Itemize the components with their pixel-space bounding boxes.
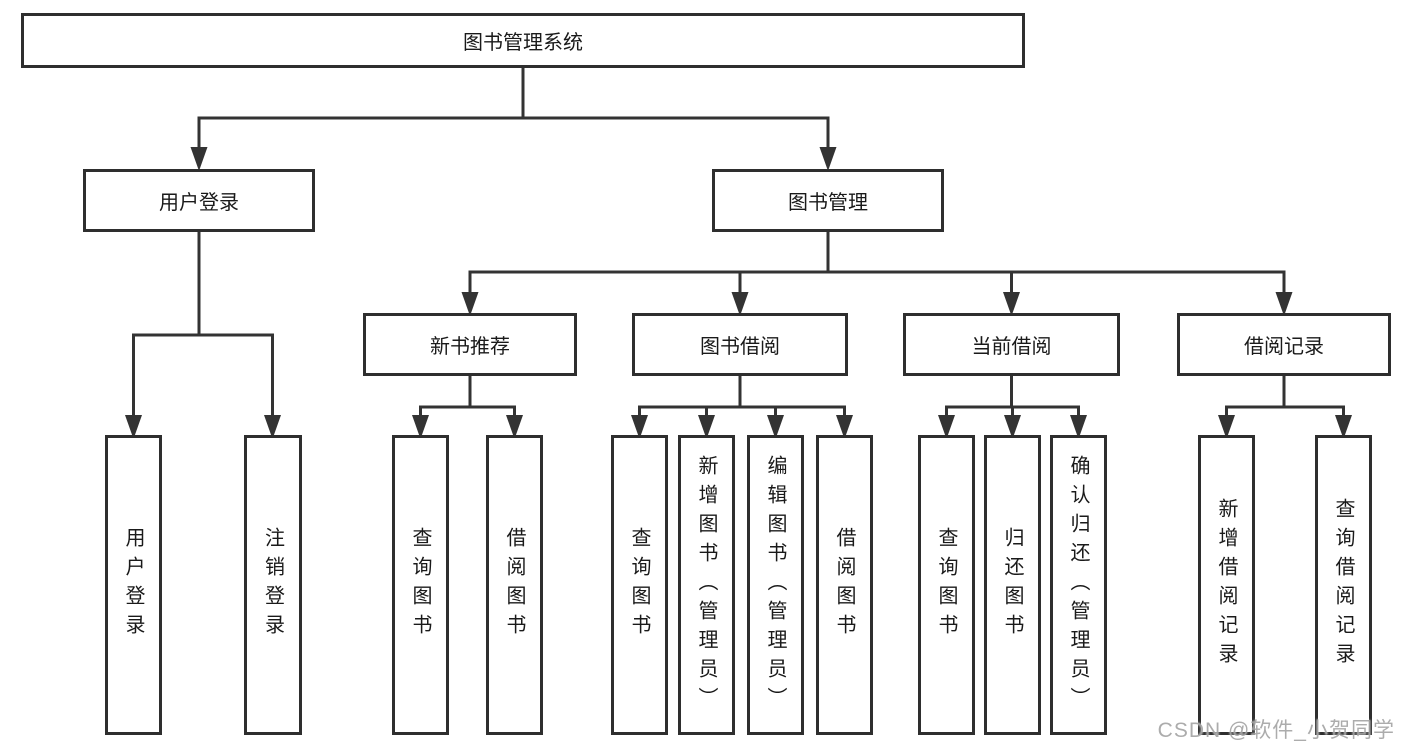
leaf-borrow-book-label: 借阅图书 [833, 527, 855, 643]
node-user-login-label: 用户登录 [159, 192, 239, 214]
leaf-logout-label: 注销登录 [261, 527, 284, 643]
leaf-edit-book-admin-label: 编辑图书（管理员） [764, 454, 786, 716]
leaf-current-query-book: 查询图书 [918, 435, 975, 735]
leaf-recommend-borrow-book-label: 借阅图书 [503, 527, 525, 643]
leaf-edit-book-admin: 编辑图书（管理员） [747, 435, 804, 735]
connector-level3-bracket [468, 270, 1286, 298]
leaf-add-book-admin: 新增图书（管理员） [678, 435, 735, 735]
csdn-watermark: CSDN @软件_小贺同学 [1157, 719, 1395, 742]
connector-user-login-bracket [132, 333, 274, 421]
arrowheads [125, 147, 1352, 439]
leaf-add-borrow-record: 新增借阅记录 [1198, 435, 1255, 735]
node-current-borrow-label: 当前借阅 [971, 336, 1052, 358]
node-book-borrow: 图书借阅 [632, 313, 848, 376]
leaf-current-query-book-label: 查询图书 [935, 527, 957, 643]
node-root-label: 图书管理系统 [463, 32, 583, 54]
node-book-management: 图书管理 [712, 169, 944, 232]
leaf-query-borrow-record-label: 查询借阅记录 [1332, 498, 1354, 672]
leaf-borrow-query-book: 查询图书 [611, 435, 668, 735]
node-user-login: 用户登录 [83, 169, 315, 232]
node-borrow-records: 借阅记录 [1177, 313, 1391, 376]
leaf-add-borrow-record-label: 新增借阅记录 [1215, 498, 1237, 672]
connector-level2-bracket [197, 116, 830, 153]
leaf-borrow-query-book-label: 查询图书 [628, 527, 650, 643]
connector-records-bracket [1225, 405, 1345, 421]
leaf-user-login-label: 用户登录 [122, 527, 144, 643]
leaf-return-book-label: 归还图书 [1001, 527, 1023, 643]
leaf-query-borrow-record: 查询借阅记录 [1315, 435, 1372, 735]
node-book-management-label: 图书管理 [788, 192, 868, 214]
node-book-borrow-label: 图书借阅 [700, 336, 780, 358]
leaf-confirm-return-admin: 确认归还（管理员） [1050, 435, 1107, 735]
leaf-recommend-query-book: 查询图书 [392, 435, 449, 735]
leaf-user-login: 用户登录 [105, 435, 162, 735]
node-new-book-recommend-label: 新书推荐 [430, 336, 510, 358]
leaf-add-book-admin-label: 新增图书（管理员） [695, 454, 717, 716]
leaf-borrow-book: 借阅图书 [816, 435, 873, 735]
leaf-recommend-query-book-label: 查询图书 [409, 527, 431, 643]
connector-recommend-bracket [419, 405, 516, 421]
node-new-book-recommend: 新书推荐 [363, 313, 577, 376]
node-current-borrow: 当前借阅 [903, 313, 1120, 376]
node-borrow-records-label: 借阅记录 [1244, 336, 1324, 358]
leaf-return-book: 归还图书 [984, 435, 1041, 735]
leaf-logout: 注销登录 [244, 435, 302, 735]
node-root-library-system: 图书管理系统 [21, 13, 1025, 68]
connector-borrow-bracket [638, 405, 846, 421]
leaf-confirm-return-admin-label: 确认归还（管理员） [1067, 454, 1089, 716]
leaf-recommend-borrow-book: 借阅图书 [486, 435, 543, 735]
